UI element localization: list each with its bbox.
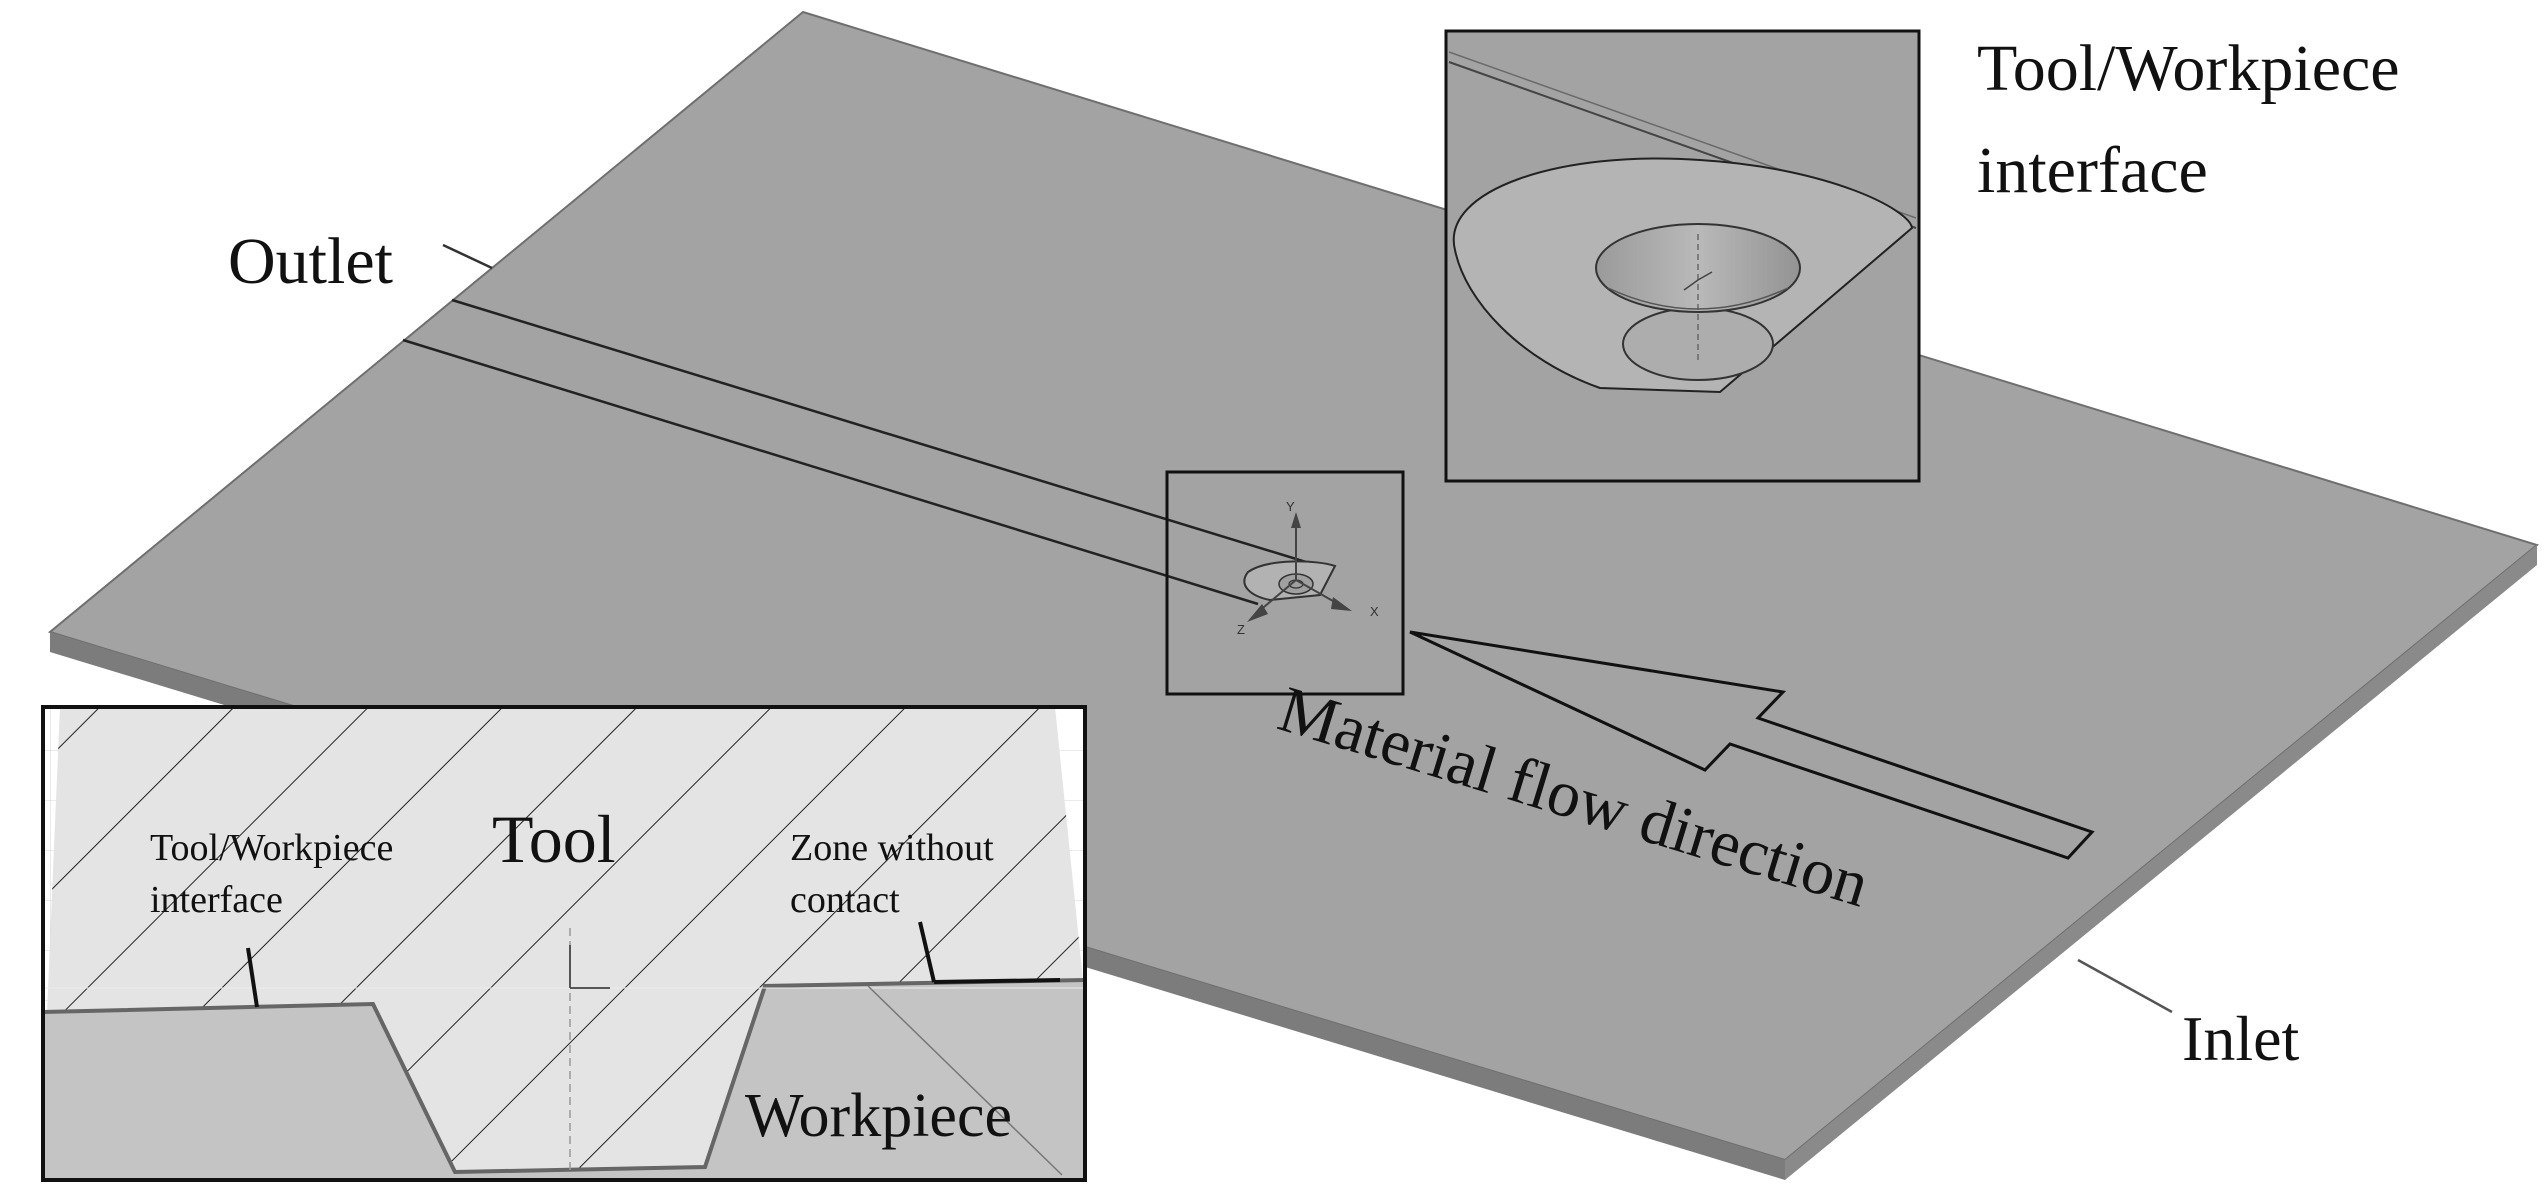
inset-cross-section: Tool Workpiece Tool/Workpiece interface … (41, 705, 1087, 1182)
inlet-label: Inlet (2182, 1003, 2300, 1074)
zone-label-line1: Zone without (790, 827, 994, 869)
plate-right-edge (1785, 545, 2537, 1180)
inset-interface-label-line1: Tool/Workpiece (150, 827, 393, 869)
flow-arrow (1409, 630, 2095, 860)
axis-y-label: Y (1286, 499, 1295, 514)
weld-line-upper (451, 298, 1333, 572)
axis-x-label: X (1370, 604, 1379, 619)
zoom-box (1165, 470, 1405, 696)
axis-z-label: Z (1237, 622, 1245, 637)
weld-line-lower (402, 338, 1259, 606)
workpiece-region (43, 980, 1085, 1180)
zone-leader (918, 921, 936, 983)
inset-interface-leader (246, 947, 259, 1008)
inlet-leader (2077, 958, 2173, 1014)
interface-label-line1: Tool/Workpiece (1977, 32, 2400, 105)
tool-label: Tool (492, 801, 616, 877)
interface-label-line2: interface (1977, 134, 2208, 207)
workpiece-label: Workpiece (745, 1082, 1012, 1150)
outlet-leader (442, 243, 493, 270)
axis-triad: Y X Z (1237, 499, 1379, 637)
outlet-label: Outlet (228, 225, 393, 298)
inset-interface-3d (1444, 29, 1921, 483)
inset-interface-label-line2: interface (150, 879, 283, 921)
zone-label-line2: contact (790, 879, 900, 921)
